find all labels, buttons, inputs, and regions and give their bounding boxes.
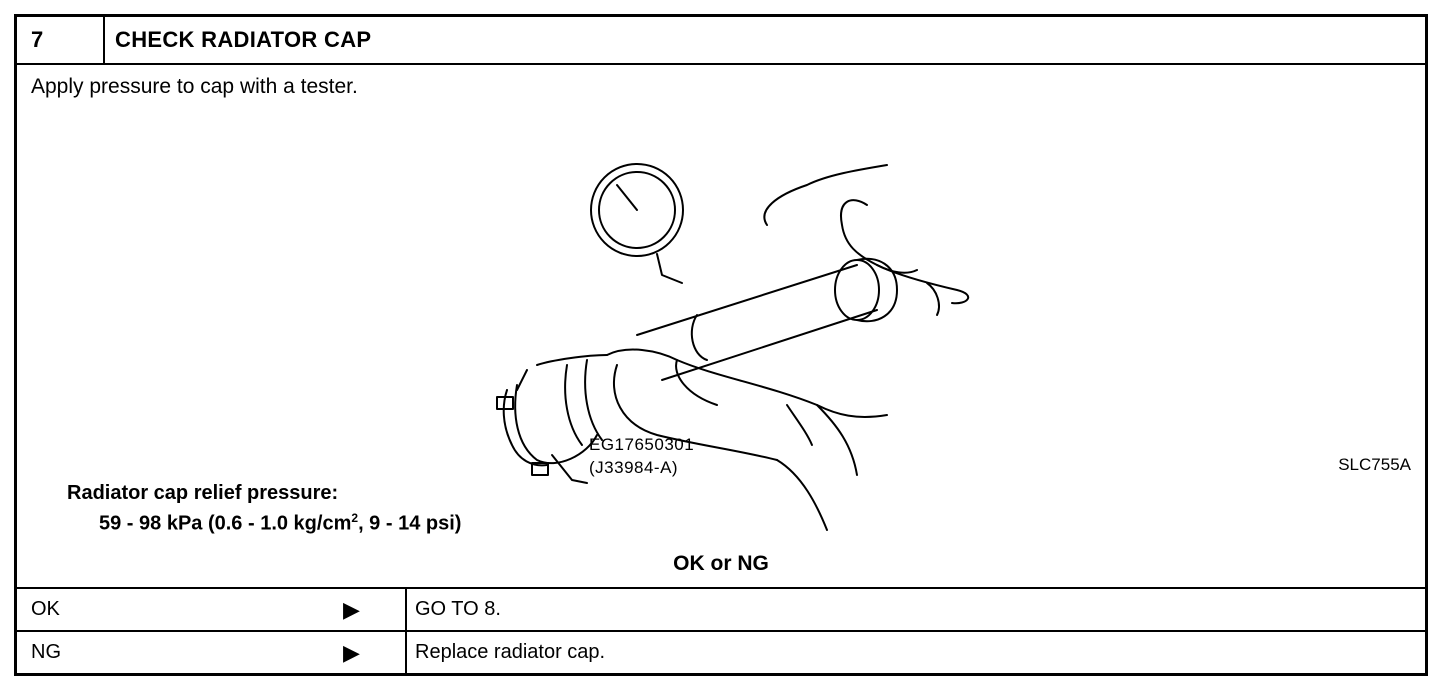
spec-label: Radiator cap relief pressure:: [67, 482, 339, 504]
spec-value-after: , 9 - 14 psi): [358, 512, 462, 535]
result-condition: NG: [31, 641, 61, 663]
result-divider: [405, 632, 407, 676]
step-number: 7: [17, 17, 105, 63]
step-title: CHECK RADIATOR CAP: [115, 27, 372, 52]
result-title: OK or NG: [673, 552, 769, 575]
part-number-label: EG17650301: [589, 435, 695, 454]
result-divider: [405, 589, 407, 630]
instruction-text: Apply pressure to cap with a tester.: [31, 75, 358, 98]
figure-code: SLC755A: [1338, 455, 1411, 474]
result-condition: OK: [31, 598, 60, 620]
result-row-ng: NG ▶ Replace radiator cap.: [17, 630, 1425, 676]
radiator-cap-tester-illustration: [496, 163, 970, 531]
step-body: Apply pressure to cap with a tester.: [17, 65, 1425, 589]
result-action: Replace radiator cap.: [415, 641, 606, 663]
arrow-right-icon: ▶: [343, 597, 360, 622]
result-action: GO TO 8.: [415, 598, 501, 620]
step-header: 7 CHECK RADIATOR CAP: [17, 17, 1425, 65]
spec-value: 59 - 98 kPa (0.6 - 1.0 kg/cm2, 9 - 14 ps…: [99, 511, 461, 536]
part-alt-label: (J33984-A): [589, 458, 679, 477]
arrow-right-icon: ▶: [343, 640, 360, 665]
spec-value-superscript: 2: [351, 511, 359, 525]
spec-value-before: 59 - 98 kPa (0.6 - 1.0 kg/cm: [99, 512, 352, 535]
result-row-ok: OK ▶ GO TO 8.: [17, 587, 1425, 630]
procedure-box: 7 CHECK RADIATOR CAP Apply pressure to c…: [14, 14, 1428, 676]
